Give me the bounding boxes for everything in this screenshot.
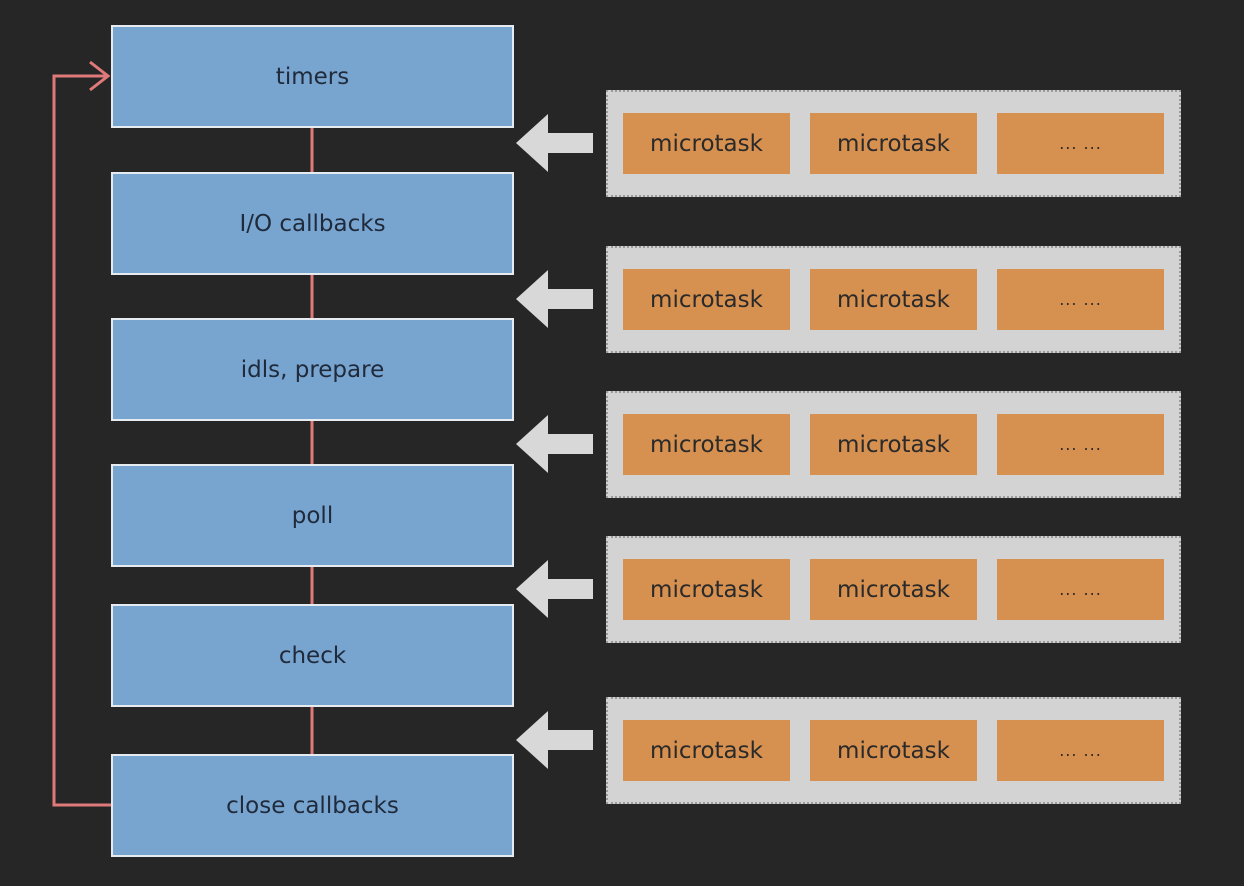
microtask-queue-2: microtask microtask ... ... (606, 246, 1181, 353)
arrow-3 (516, 415, 593, 473)
microtask-ellipsis: ... ... (997, 414, 1164, 475)
microtask-item: microtask (623, 269, 790, 330)
phase-check: check (111, 604, 514, 707)
phase-poll: poll (111, 464, 514, 567)
phase-io-callbacks: I/O callbacks (111, 172, 514, 275)
microtask-item: microtask (623, 113, 790, 174)
microtask-ellipsis: ... ... (997, 269, 1164, 330)
microtask-queue-3: microtask microtask ... ... (606, 391, 1181, 498)
loop-back-arrowhead (89, 60, 111, 92)
microtask-item: microtask (810, 113, 977, 174)
microtask-item: microtask (810, 720, 977, 781)
microtask-item: microtask (623, 559, 790, 620)
microtask-ellipsis: ... ... (997, 559, 1164, 620)
arrow-2 (516, 270, 593, 328)
phase-idle-prepare: idls, prepare (111, 318, 514, 421)
phase-label: idls, prepare (240, 356, 385, 383)
phase-close-callbacks: close callbacks (111, 754, 514, 857)
phase-label: I/O callbacks (239, 210, 386, 237)
arrow-1 (516, 114, 593, 172)
phase-label: timers (275, 63, 350, 90)
microtask-item: microtask (810, 559, 977, 620)
loop-back-line (52, 74, 111, 807)
microtask-item: microtask (623, 414, 790, 475)
microtask-item: microtask (810, 269, 977, 330)
phase-label: poll (291, 502, 334, 529)
phase-label: close callbacks (226, 792, 399, 819)
microtask-queue-4: microtask microtask ... ... (606, 536, 1181, 643)
arrow-4 (516, 560, 593, 618)
microtask-queue-1: microtask microtask ... ... (606, 90, 1181, 197)
microtask-item: microtask (623, 720, 790, 781)
microtask-item: microtask (810, 414, 977, 475)
phase-timers: timers (111, 25, 514, 128)
arrow-5 (516, 711, 593, 769)
phase-label: check (278, 642, 347, 669)
microtask-ellipsis: ... ... (997, 720, 1164, 781)
microtask-ellipsis: ... ... (997, 113, 1164, 174)
microtask-queue-5: microtask microtask ... ... (606, 697, 1181, 804)
